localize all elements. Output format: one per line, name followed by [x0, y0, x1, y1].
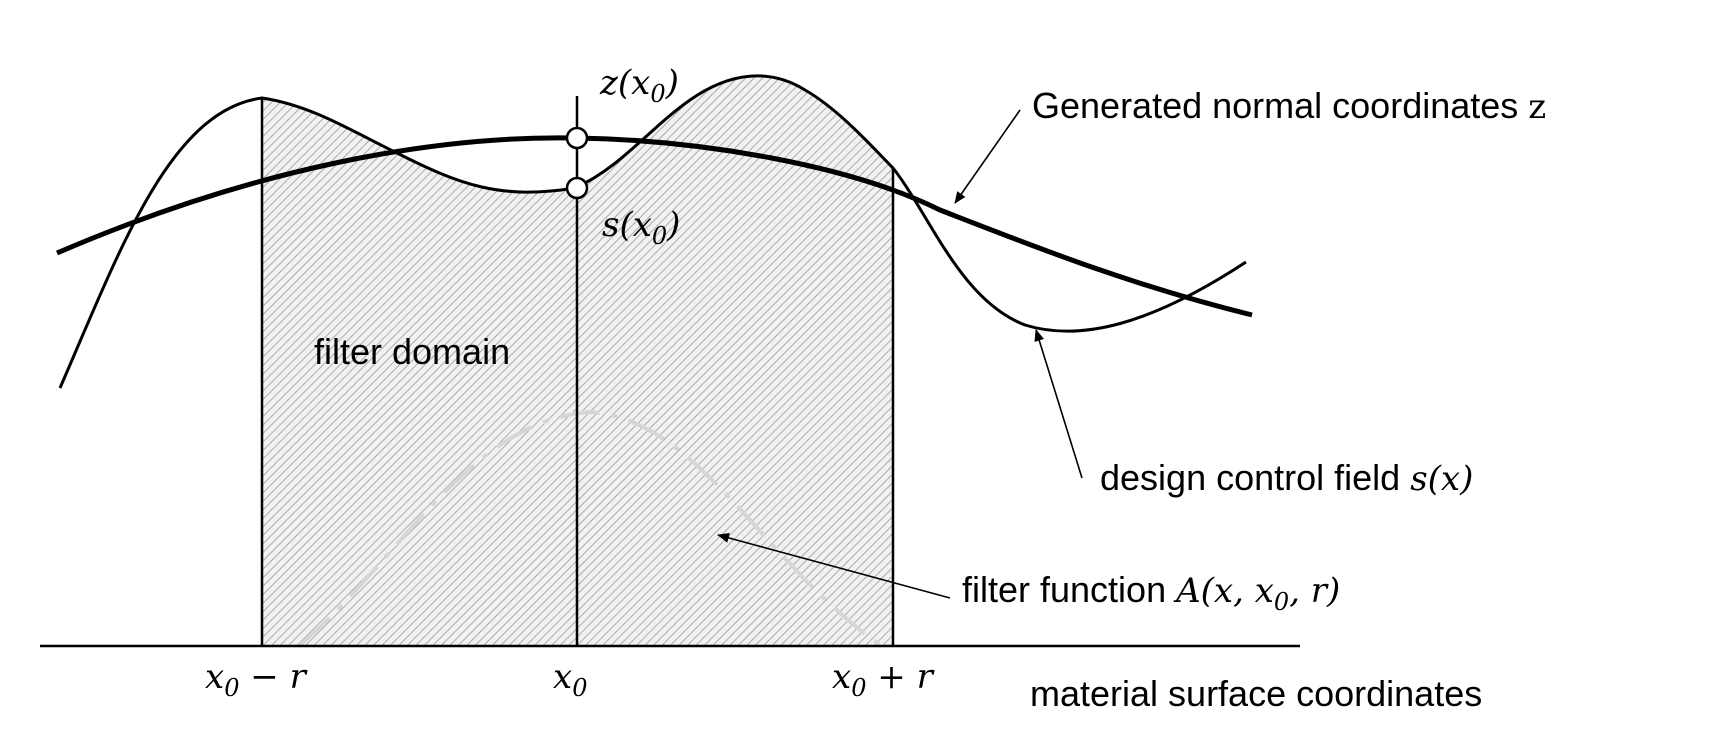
z-x0-label: z(x0) [599, 63, 679, 108]
generated-normal-curve [56, 135, 1253, 318]
tick-label-left: x0 − r [205, 657, 308, 702]
generated-normal-label: Generated normal coordinates z [1032, 85, 1546, 127]
design-control-field-label: design control field s(x) [1100, 457, 1473, 499]
filter-function-leader-arrow [717, 533, 951, 599]
s-x0-point [565, 176, 589, 200]
filter-function-curve [298, 409, 882, 647]
tick-label-center: x0 [553, 657, 587, 702]
filter-function-label: filter function A(x, x0, r) [962, 569, 1340, 616]
axis-label: material surface coordinates [1030, 673, 1482, 714]
z-x0-point [565, 126, 589, 150]
generated-leader-arrow [954, 109, 1021, 204]
design-field-leader-arrow [1034, 329, 1083, 479]
filter-domain-label: filter domain [314, 331, 510, 372]
design-control-field-curve [58, 74, 1247, 389]
tick-label-right: x0 + r [832, 657, 935, 702]
s-x0-label: s(x0) [602, 205, 680, 250]
